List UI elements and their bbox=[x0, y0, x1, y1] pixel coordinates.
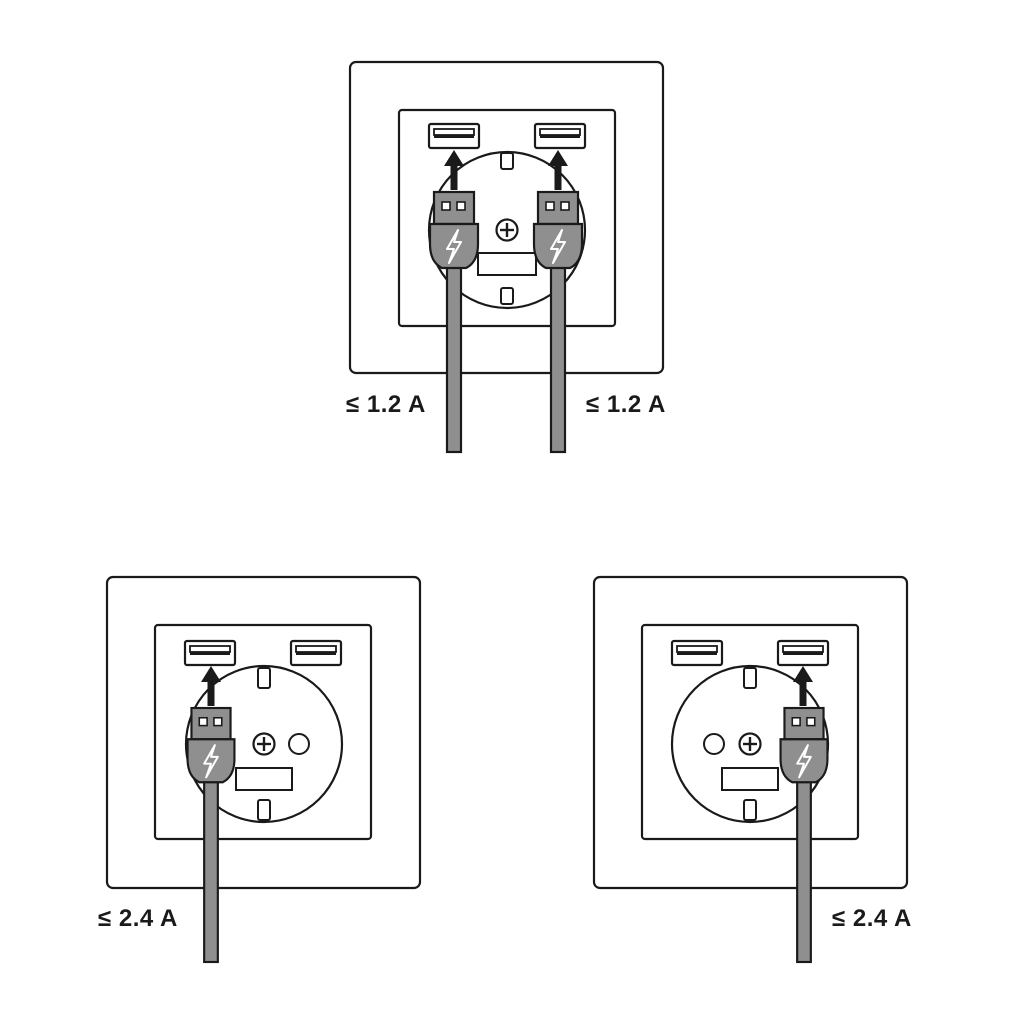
screw-icon bbox=[495, 218, 519, 242]
current-label-bottom-right: ≤ 2.4 A bbox=[832, 905, 912, 932]
earth-clip bbox=[257, 799, 271, 821]
socket-top bbox=[348, 60, 665, 454]
label-slot bbox=[235, 767, 293, 791]
usb-port-left bbox=[670, 639, 724, 667]
usb-port-right bbox=[289, 639, 343, 667]
current-label-top-left: ≤ 1.2 A bbox=[346, 391, 426, 418]
label-slot bbox=[477, 252, 537, 276]
current-label-bottom-left: ≤ 2.4 A bbox=[98, 905, 178, 932]
socket-bottom-right bbox=[592, 575, 909, 964]
socket-bottom-left bbox=[105, 575, 422, 964]
earth-clip bbox=[500, 152, 514, 170]
usb-port-left bbox=[183, 639, 237, 667]
earth-clip bbox=[257, 667, 271, 689]
pin-hole bbox=[288, 733, 310, 755]
usb-port-right bbox=[776, 639, 830, 667]
usb-port-right bbox=[533, 122, 587, 150]
pin-hole bbox=[703, 733, 725, 755]
screw-icon bbox=[738, 732, 762, 756]
earth-clip bbox=[743, 667, 757, 689]
screw-icon bbox=[252, 732, 276, 756]
usb-port-left bbox=[427, 122, 481, 150]
label-slot bbox=[721, 767, 779, 791]
current-label-top-right: ≤ 1.2 A bbox=[586, 391, 666, 418]
earth-clip bbox=[500, 287, 514, 305]
earth-clip bbox=[743, 799, 757, 821]
